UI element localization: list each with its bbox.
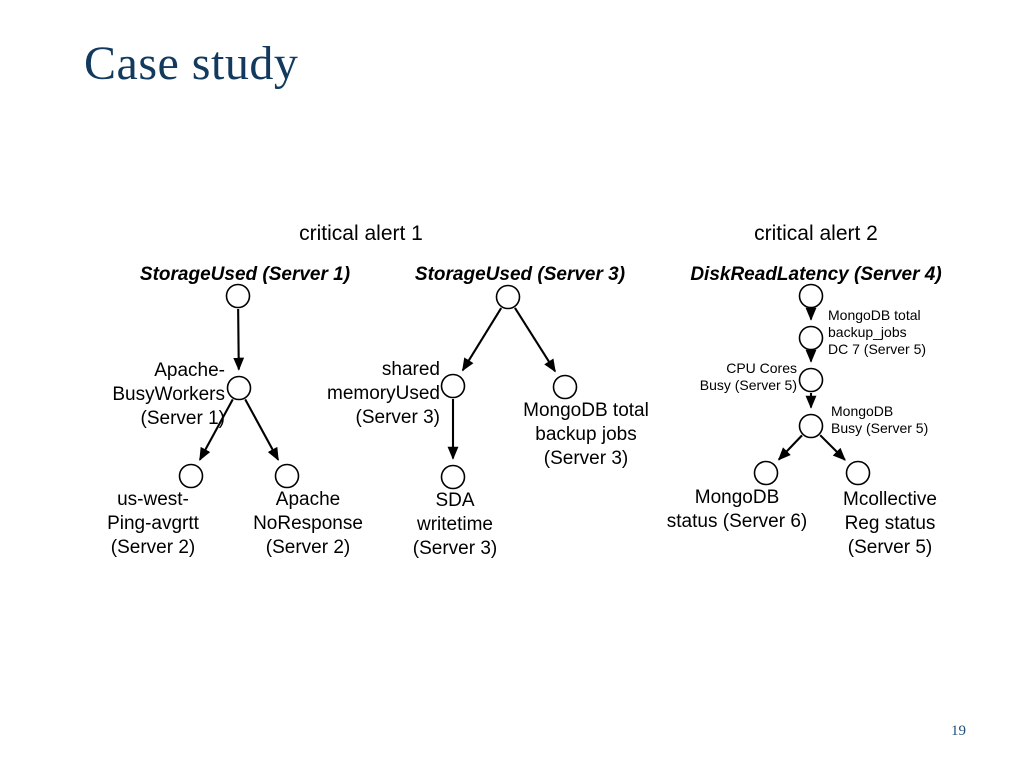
node-t1-root[interactable] [225, 283, 251, 309]
node-t2-root[interactable] [495, 284, 521, 310]
node-t1-us-west-ping[interactable] [178, 463, 204, 489]
node-t3-mongodb-backup-jobs-dc7[interactable] [798, 325, 824, 351]
diagram-content: critical alert 1 critical alert 2 StorageU… [107, 222, 942, 559]
page-title: Case study [84, 37, 299, 90]
node-t1-apache-noresponse[interactable] [274, 463, 300, 489]
node-t2-mongodb-total-backup[interactable] [552, 374, 578, 400]
edge-t1-apache-busyworkers-to-t1-apache-noresponse [244, 398, 280, 461]
label-apache-busyworkers: Apache-BusyWorkers(Server 1) [112, 360, 225, 429]
page-number: 19 [951, 723, 966, 739]
root-label-tree-diskreadlatency-server4: DiskReadLatency (Server 4) [690, 264, 941, 285]
edge-t1-apache-busyworkers-to-t1-us-west-ping [198, 398, 234, 461]
edge-t2-root-to-t2-shared-memoryused [461, 307, 503, 372]
alert-title-alert-1: critical alert 1 [299, 222, 423, 245]
node-t3-mongodb-status[interactable] [753, 460, 779, 486]
node-t3-mcollective-reg-status[interactable] [845, 460, 871, 486]
root-label-tree-storageused-server1: StorageUsed (Server 1) [140, 264, 350, 285]
node-t3-cpu-cores-busy[interactable] [798, 367, 824, 393]
tree-tree-storageused-server1: StorageUsed (Server 1) Apache-BusyWorkers… [107, 264, 363, 558]
root-label-tree-storageused-server3: StorageUsed (Server 3) [415, 264, 625, 285]
node-t2-shared-memoryused[interactable] [440, 373, 466, 399]
node-t3-mongodb-busy[interactable] [798, 413, 824, 439]
edge-t1-root-to-t1-apache-busyworkers [233, 308, 245, 371]
edge-t2-root-to-t2-mongodb-total-backup [514, 307, 556, 373]
alert-title-alert-2: critical alert 2 [754, 222, 878, 245]
edge-t3-mongodb-busy-to-t3-mongodb-status [777, 434, 803, 461]
label-us-west-ping-avgrtt: us-west-Ping-avgrtt(Server 2) [107, 489, 200, 558]
node-t1-apache-busyworkers[interactable] [226, 375, 252, 401]
edge-t3-mongodb-busy-to-t3-mcollective-reg-status [819, 434, 846, 461]
node-t2-sda-writetime[interactable] [440, 464, 466, 490]
node-t3-root[interactable] [798, 283, 824, 309]
